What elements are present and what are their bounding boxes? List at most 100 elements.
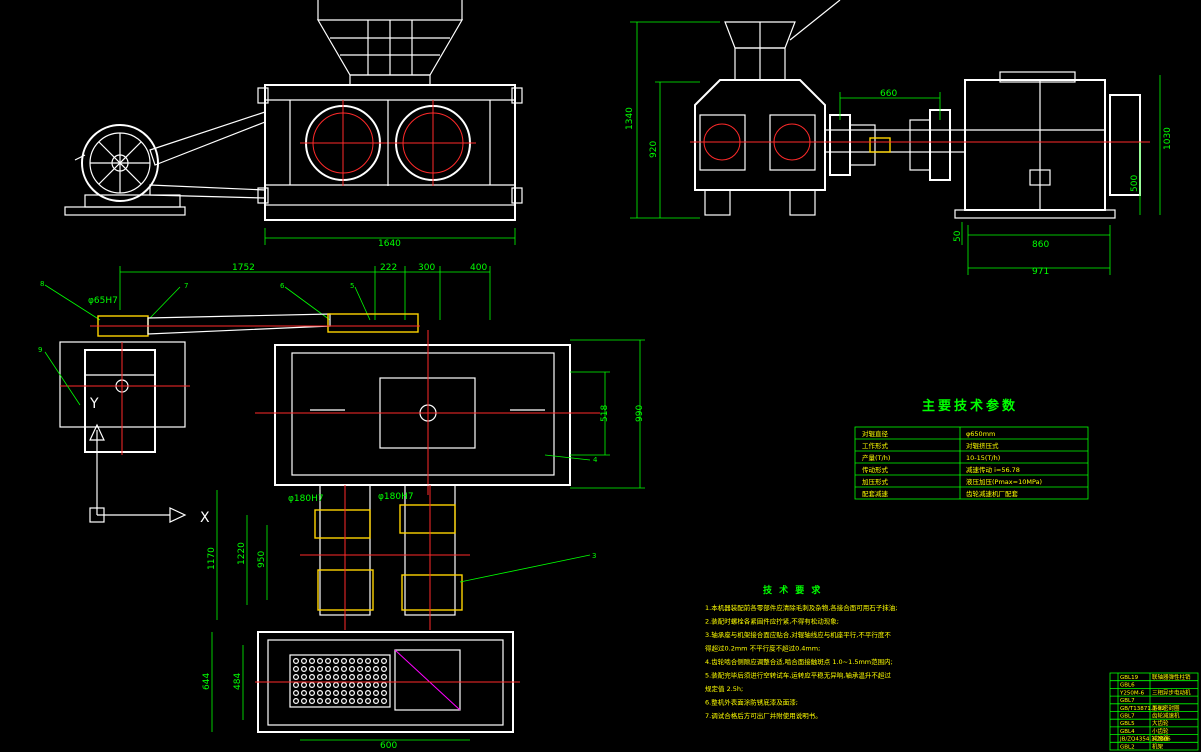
mesh-hole [365, 665, 372, 672]
mesh-hole [333, 681, 340, 688]
requirement-item: 3.轴承座与机架接合面应贴合,对辊轴线应与机座平行,不平行度不 [705, 630, 891, 639]
part-label-9: 9 [38, 346, 42, 354]
mesh-hole [301, 657, 308, 664]
dim-phi180-a: φ180H7 [288, 494, 324, 504]
dim-gear-shaft: 500 [1130, 175, 1140, 192]
mesh-hole [349, 657, 356, 664]
part-label-6: 6 [280, 282, 285, 290]
dim-gear-base: 860 [1032, 240, 1049, 250]
title-block-code: GBL19 [1120, 675, 1139, 681]
mesh-hole [373, 681, 380, 688]
requirements-title: 技 术 要 求 [763, 584, 822, 596]
requirement-item: 2.装配时螺栓各紧固件应拧紧,不得有松动现象; [705, 617, 839, 626]
dim-484: 484 [233, 673, 243, 690]
mesh-hole [325, 681, 332, 688]
mesh-hole [325, 673, 332, 680]
mesh-hole [301, 697, 308, 704]
mesh-hole [309, 681, 316, 688]
mesh-hole [349, 673, 356, 680]
requirement-item: 得超过0.2mm 不平行度不超过0.4mm; [705, 644, 820, 653]
param-value: 齿轮减速机厂配套 [966, 489, 1019, 498]
title-block-code: GBL5 [1120, 721, 1135, 727]
mesh-hole [309, 689, 316, 696]
title-block-name: 齿轮减速机 [1152, 712, 1180, 720]
param-key: 传动形式 [862, 465, 889, 474]
mesh-hole [293, 689, 300, 696]
axis-x-label: X [200, 510, 210, 526]
mesh-hole [373, 697, 380, 704]
mesh-hole [293, 665, 300, 672]
title-block-code: Y250M-6 [1119, 690, 1145, 696]
mesh-hole [309, 665, 316, 672]
mesh-hole [381, 689, 388, 696]
title-block-name: 三相异步电动机 [1152, 688, 1191, 696]
side-view: 1340 920 660 1030 500 50 860 971 [625, 0, 1173, 277]
dim-1752: 1752 [232, 263, 255, 273]
param-value: φ650mm [966, 430, 995, 438]
mesh-hole [317, 657, 324, 664]
requirement-item: 5.装配完毕后须进行空转试车,运转应平稳无异响,轴承温升不超过 [705, 671, 891, 680]
param-value: 对辊挤压式 [966, 441, 999, 450]
title-block-code: GBL7 [1120, 714, 1135, 720]
param-key: 工作形式 [862, 441, 889, 450]
dim-phi65: φ65H7 [88, 296, 118, 306]
title-block-name: 唇形密封圈 [1152, 704, 1180, 712]
mesh-hole [309, 697, 316, 704]
param-key: 对辊直径 [862, 429, 889, 438]
part-label-7: 7 [184, 282, 188, 290]
title-block-code: GB/T13871.1-92 [1120, 706, 1165, 712]
dim-518: 518 [600, 405, 610, 422]
mesh-hole [357, 665, 364, 672]
mesh-hole [349, 697, 356, 704]
dim-600: 600 [380, 741, 397, 751]
mesh-hole [317, 697, 324, 704]
mesh-hole [317, 689, 324, 696]
mesh-hole [333, 657, 340, 664]
mesh-hole [365, 681, 372, 688]
mesh-hole [381, 657, 388, 664]
mesh-hole [341, 665, 348, 672]
mesh-hole [381, 697, 388, 704]
mesh-hole [365, 697, 372, 704]
mesh-hole [325, 657, 332, 664]
mesh-hole [325, 697, 332, 704]
mesh-hole [341, 673, 348, 680]
mesh-hole [301, 681, 308, 688]
mesh-hole [381, 681, 388, 688]
dim-1170: 1170 [207, 547, 217, 570]
mesh-hole [333, 665, 340, 672]
part-label-5: 5 [350, 282, 354, 290]
mesh-hole [381, 673, 388, 680]
title-block-name: 小齿轮 [1152, 727, 1169, 735]
mesh-hole [333, 689, 340, 696]
part-label-3: 3 [592, 552, 596, 560]
title-block-name: 机架 [1152, 742, 1164, 750]
dim-gear-height: 1030 [1163, 127, 1173, 150]
requirement-item: 规定值 2.5h; [705, 684, 743, 693]
mesh-hole [317, 665, 324, 672]
mesh-hole [333, 673, 340, 680]
front-view: 1640 [64, 0, 523, 249]
title-block-name: 大齿轮 [1152, 719, 1169, 727]
dim-side-body: 920 [649, 141, 659, 158]
params-title: 主要技术参数 [922, 398, 1018, 414]
screen-mesh [293, 657, 388, 704]
dim-950: 950 [257, 551, 267, 568]
dim-300: 300 [418, 263, 435, 273]
title-block-code: GBL6 [1120, 683, 1135, 689]
mesh-hole [325, 689, 332, 696]
mesh-hole [357, 681, 364, 688]
title-block-code: GBL2 [1120, 744, 1135, 750]
mesh-hole [301, 665, 308, 672]
dim-base: 50 [953, 230, 963, 242]
mesh-hole [301, 673, 308, 680]
mesh-hole [293, 681, 300, 688]
mesh-hole [325, 665, 332, 672]
part-label-4: 4 [593, 456, 598, 464]
mesh-hole [349, 689, 356, 696]
mesh-hole [293, 697, 300, 704]
mesh-hole [309, 673, 316, 680]
